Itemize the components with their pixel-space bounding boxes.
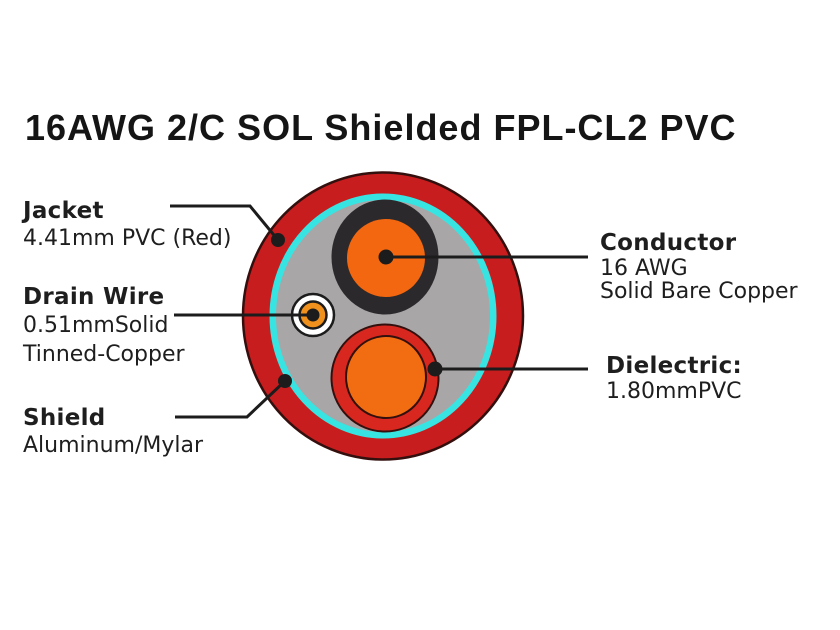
- callout-dielectric-detail: 1.80mmPVC: [606, 379, 742, 404]
- callout-conductor-detail: 16 AWG: [600, 256, 688, 281]
- callout-jacket: Jacket 4.41mm PVC (Red): [23, 198, 231, 252]
- leader-dot-drain-wire: [306, 308, 320, 322]
- callout-conductor-heading: Conductor: [600, 230, 737, 256]
- callout-shield: Shield Aluminum/Mylar: [23, 405, 203, 459]
- callout-conductor-detail: Solid Bare Copper: [600, 279, 798, 304]
- callout-shield-detail: Aluminum/Mylar: [23, 433, 204, 458]
- callout-jacket-detail: 4.41mm PVC (Red): [23, 226, 232, 251]
- leader-line-shield: [175, 379, 287, 419]
- callout-drain-wire-heading: Drain Wire: [23, 284, 165, 310]
- dielectric-core: [345, 335, 427, 419]
- leader-dot-shield: [278, 374, 292, 388]
- leader-dot-conductor: [378, 249, 394, 265]
- callout-dielectric-heading: Dielectric:: [606, 353, 743, 379]
- callout-drain-wire-detail: 0.51mmSolid: [23, 313, 169, 338]
- callout-shield-heading: Shield: [23, 405, 106, 431]
- callout-drain-wire: Drain Wire 0.51mmSolid Tinned-Copper: [23, 284, 185, 369]
- callout-conductor: Conductor 16 AWG Solid Bare Copper: [600, 230, 798, 303]
- callout-dielectric: Dielectric: 1.80mmPVC: [606, 353, 742, 403]
- callout-jacket-heading: Jacket: [23, 198, 104, 224]
- page-title: 16AWG 2/C SOL Shielded FPL-CL2 PVC: [25, 107, 737, 148]
- callout-drain-wire-detail: Tinned-Copper: [23, 342, 185, 367]
- leader-dot-jacket: [271, 233, 285, 247]
- leader-dot-dielectric: [427, 361, 443, 377]
- leader-line-jacket: [170, 204, 280, 241]
